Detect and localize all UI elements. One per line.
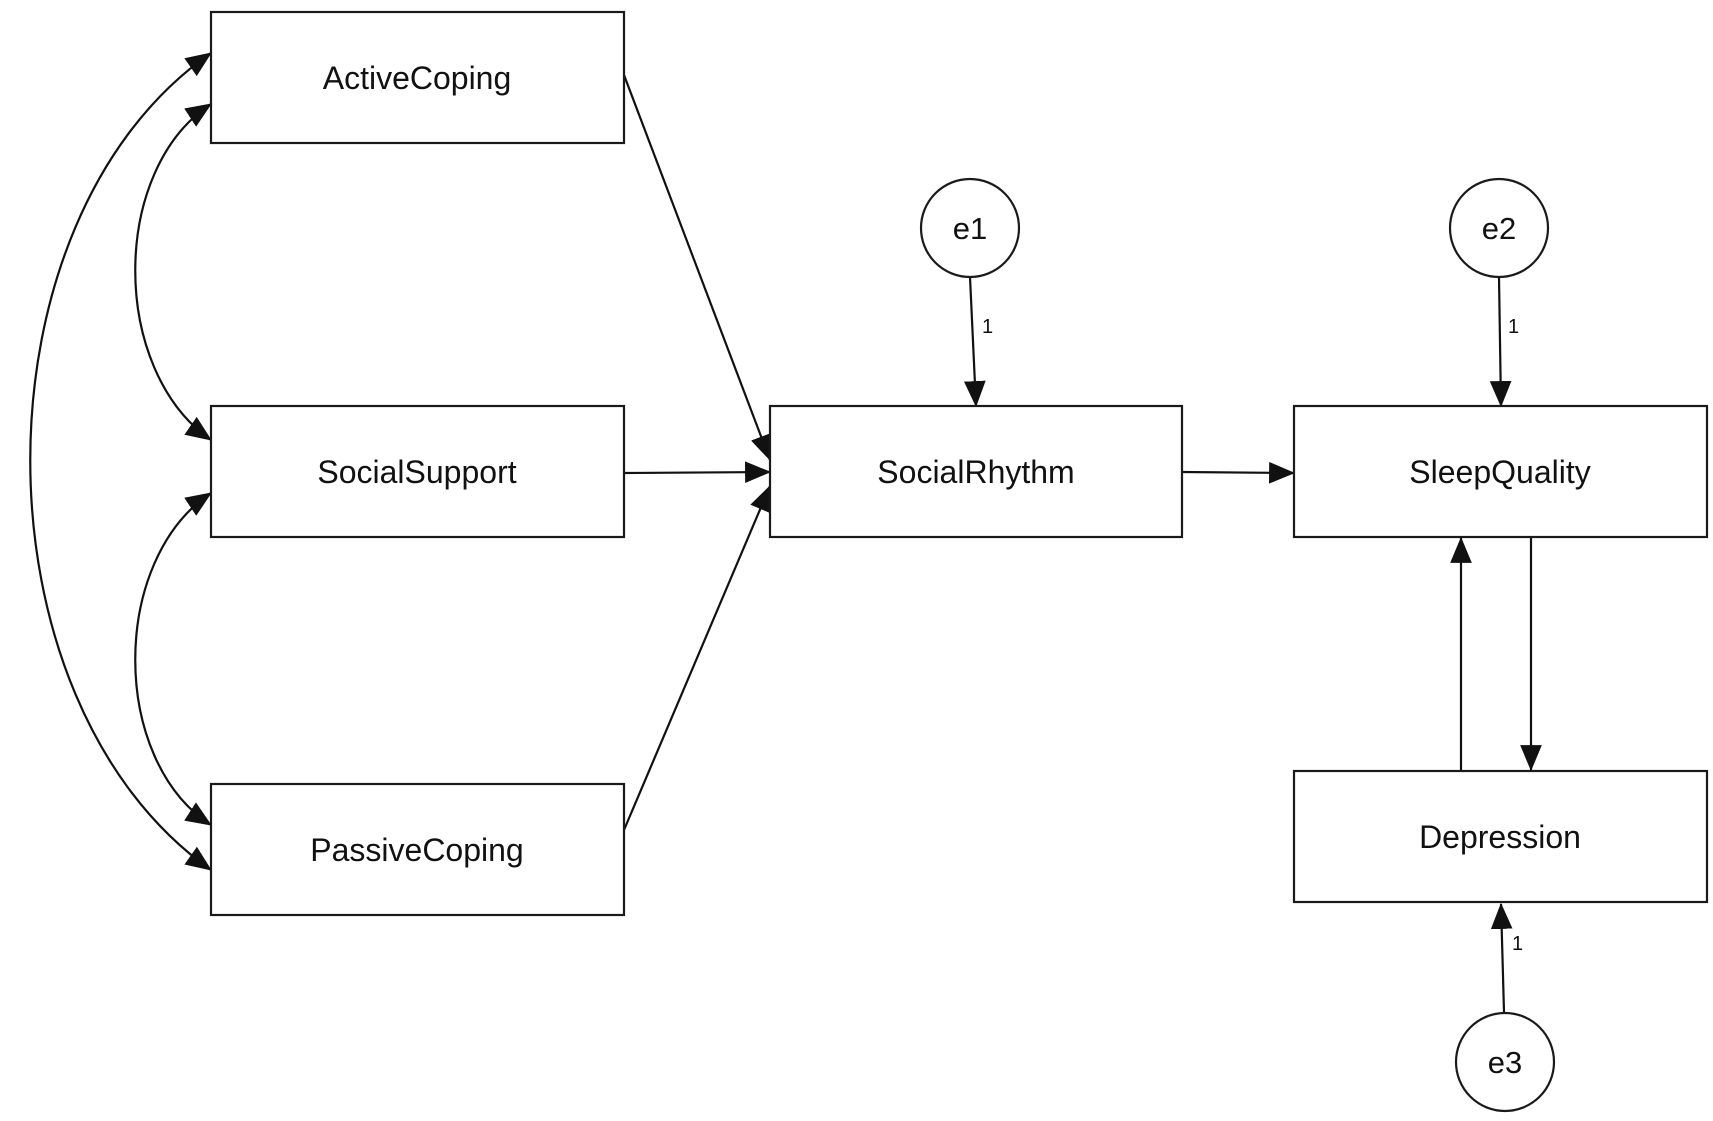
node-social-rhythm: SocialRhythm [768,404,1184,539]
error-label: e1 [953,211,987,246]
path-e2-to-sleep [1489,276,1512,408]
node-label: SocialSupport [317,454,516,490]
path-passive-to-rhythm [622,485,772,831]
node-label: Depression [1419,819,1581,855]
error-e3: e3 [1454,1011,1556,1113]
node-sleep-quality: SleepQuality [1292,404,1709,539]
path-active-to-rhythm [622,74,772,462]
error-e1: e1 [919,177,1021,279]
error-label: e2 [1482,211,1516,246]
path-e1-to-rhythm [964,276,986,408]
node-label: PassiveCoping [310,832,523,868]
weight-e2: 1 [1508,316,1519,338]
weight-e3: 1 [1512,933,1523,955]
weight-e1: 1 [982,316,993,338]
node-social-support: SocialSupport [209,404,626,539]
node-label: SocialRhythm [877,454,1074,490]
error-e2: e2 [1448,177,1550,279]
node-label: ActiveCoping [323,60,512,96]
node-depression: Depression [1292,769,1709,904]
path-support-to-rhythm [623,461,772,484]
error-label: e3 [1488,1045,1522,1080]
path-e3-to-depression [1490,902,1513,1013]
node-passive-coping: PassiveCoping [209,782,626,917]
path-rhythm-to-sleep [1181,461,1296,484]
covariance-active-social [134,103,212,441]
covariance-active-passive [29,52,212,871]
node-active-coping: ActiveCoping [209,10,626,145]
covariance-social-passive [134,492,212,826]
node-label: SleepQuality [1409,454,1590,490]
